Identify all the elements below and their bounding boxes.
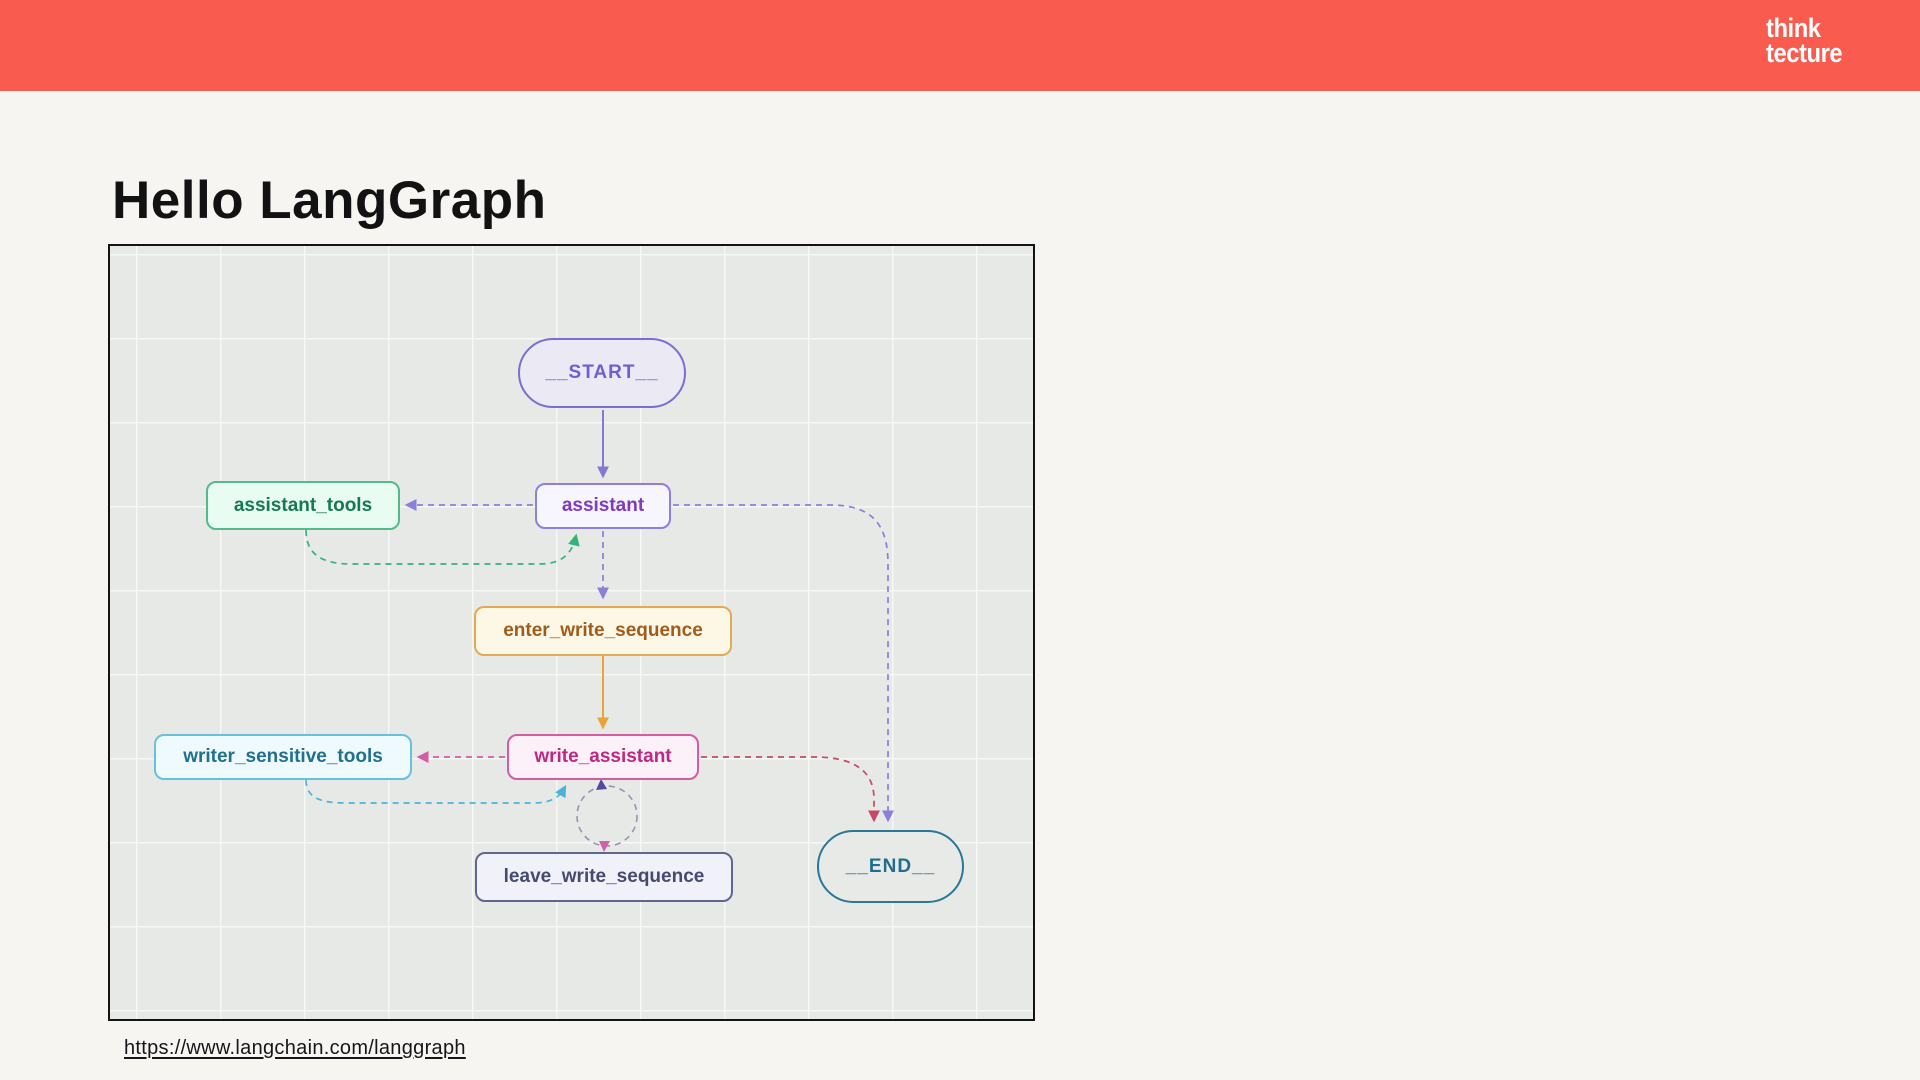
- node-start-label: __START__: [545, 362, 659, 383]
- source-link[interactable]: https://www.langchain.com/langgraph: [124, 1037, 466, 1059]
- header-bar: think tecture: [0, 0, 1920, 91]
- edge-loop-arrow-up: [596, 779, 607, 790]
- node-end-label: __END__: [845, 855, 936, 877]
- node-write-assistant: write_assistant: [507, 734, 699, 780]
- node-write-assistant-label: write_assistant: [534, 746, 672, 767]
- node-writer-sensitive-tools: writer_sensitive_tools: [154, 734, 412, 780]
- node-end: __END__: [817, 830, 964, 903]
- node-writer-sensitive-tools-label: writer_sensitive_tools: [183, 746, 383, 767]
- page-title: Hello LangGraph: [112, 171, 547, 230]
- node-enter-write-sequence-label: enter_write_sequence: [503, 620, 703, 641]
- node-assistant-tools: assistant_tools: [206, 481, 400, 530]
- edge-assistant-end: [673, 504, 894, 823]
- edge-loop-circle: [576, 785, 638, 847]
- node-leave-write-sequence-label: leave_write_sequence: [503, 866, 705, 887]
- edge-writer-tools-write-assistant: [305, 779, 567, 804]
- thinktecture-logo: think tecture: [1766, 13, 1843, 68]
- edge-assistant-tools-assistant: [305, 529, 580, 565]
- diagram-edges: [305, 410, 894, 852]
- node-assistant-label: assistant: [561, 495, 645, 516]
- node-assistant: assistant: [535, 483, 671, 529]
- edge-loop-arrow-down: [599, 841, 610, 852]
- node-start: __START__: [518, 338, 686, 408]
- node-assistant-tools-label: assistant_tools: [233, 494, 373, 516]
- node-enter-write-sequence: enter_write_sequence: [474, 606, 732, 656]
- logo-line-1: think: [1766, 13, 1821, 43]
- diagram-canvas: __START__ assistant assistant_tools ente…: [108, 244, 1035, 1021]
- logo-line-2: tecture: [1766, 38, 1843, 68]
- node-leave-write-sequence: leave_write_sequence: [475, 852, 733, 902]
- edge-write-assistant-end: [701, 756, 880, 823]
